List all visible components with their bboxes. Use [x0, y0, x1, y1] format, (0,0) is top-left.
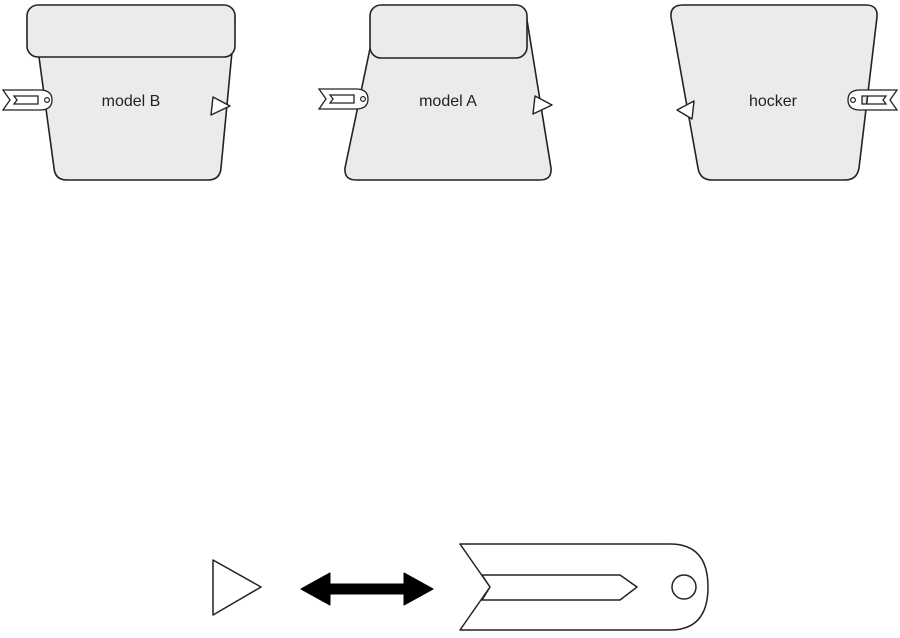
model-b-lid [26, 4, 236, 58]
legend-triangle-icon [212, 559, 262, 616]
unit-model-b: model B [1, 4, 236, 181]
legend-clip-hole [671, 574, 697, 600]
unit-model-a: model A [317, 4, 553, 181]
model-b-body [33, 19, 236, 181]
model-a-lid [369, 4, 528, 59]
legend-clip-connector-icon [459, 543, 709, 631]
legend-double-arrow-icon [300, 572, 434, 606]
legend [212, 543, 709, 631]
clip-connector-icon [847, 89, 899, 111]
clip-connector-icon [1, 89, 53, 111]
model-a-body [344, 19, 552, 181]
model-a-label: model A [419, 93, 477, 110]
unit-hocker: hocker [670, 4, 899, 181]
triangle-marker-icon [532, 95, 553, 115]
clip-connector-icon [317, 88, 369, 110]
triangle-marker-icon [210, 96, 231, 116]
hocker-body [670, 4, 878, 181]
triangle-marker-icon [676, 100, 695, 120]
model-b-label: model B [102, 93, 161, 110]
hocker-label: hocker [749, 93, 798, 110]
